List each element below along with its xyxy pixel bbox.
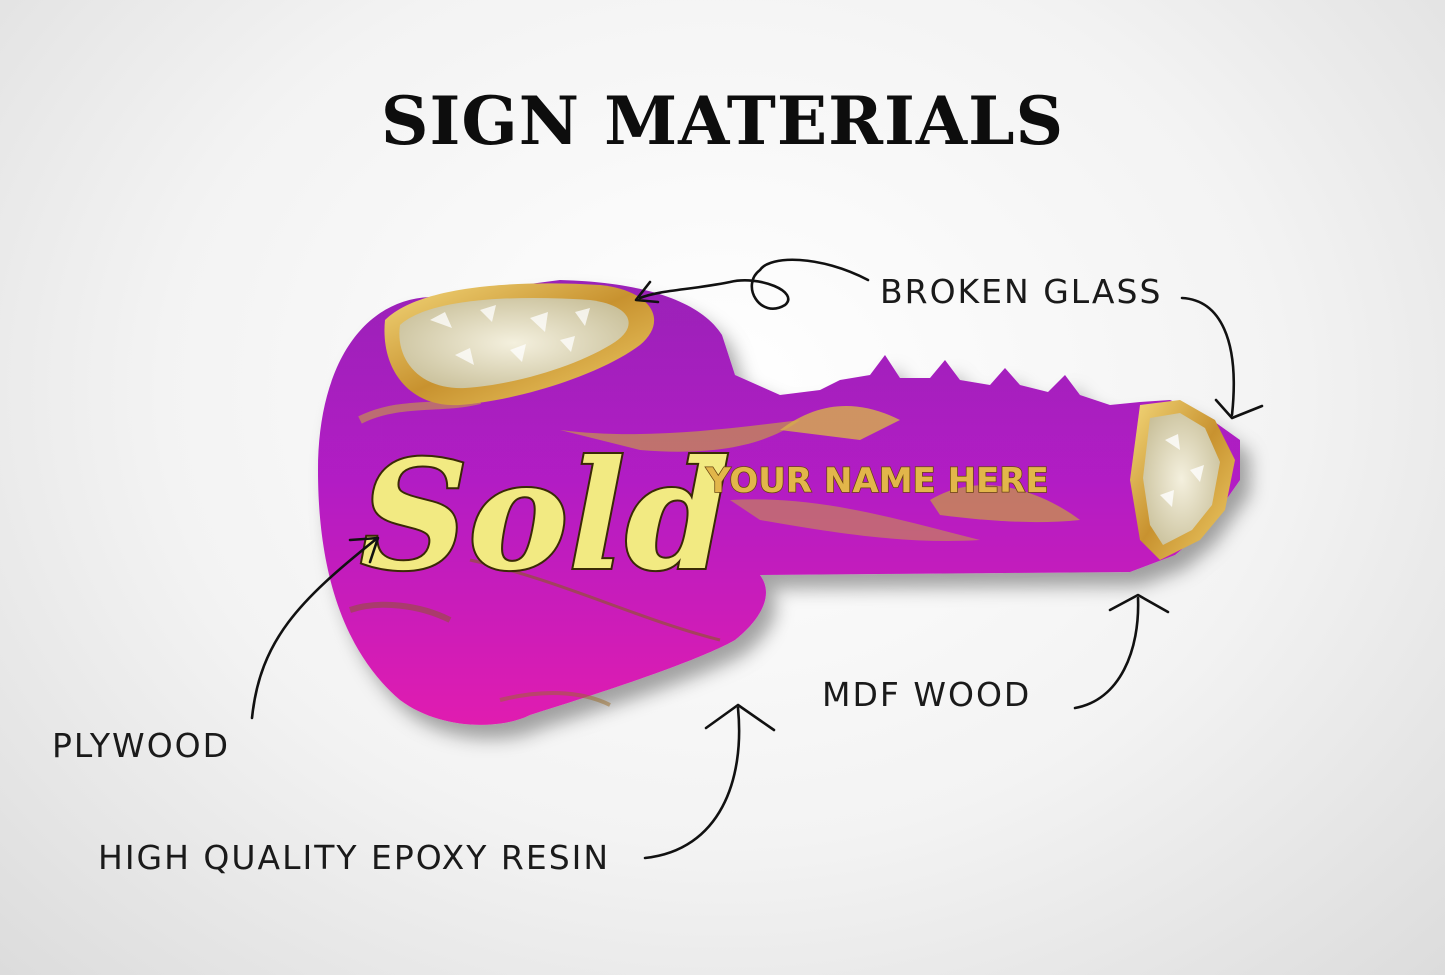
label-plywood: PLYWOOD	[52, 726, 231, 765]
label-epoxy-resin: HIGH QUALITY EPOXY RESIN	[98, 838, 611, 877]
arrow-epoxy-icon	[643, 706, 741, 860]
arrow-mdf-wood-icon	[1073, 596, 1140, 710]
your-name-here-text: YOUR NAME HERE	[705, 461, 1049, 501]
sold-script-text: Sold	[360, 428, 730, 604]
page-title: SIGN MATERIALS	[380, 82, 1065, 160]
broken-glass-tip-icon	[1130, 400, 1235, 560]
broken-glass-top-icon	[384, 283, 655, 406]
arrow-broken-glass-tip-icon	[1180, 296, 1236, 417]
label-mdf-wood: MDF WOOD	[822, 675, 1032, 714]
label-broken-glass: BROKEN GLASS	[880, 272, 1163, 311]
arrow-broken-glass-top-icon	[638, 258, 870, 310]
arrow-plywood-icon	[250, 538, 377, 720]
